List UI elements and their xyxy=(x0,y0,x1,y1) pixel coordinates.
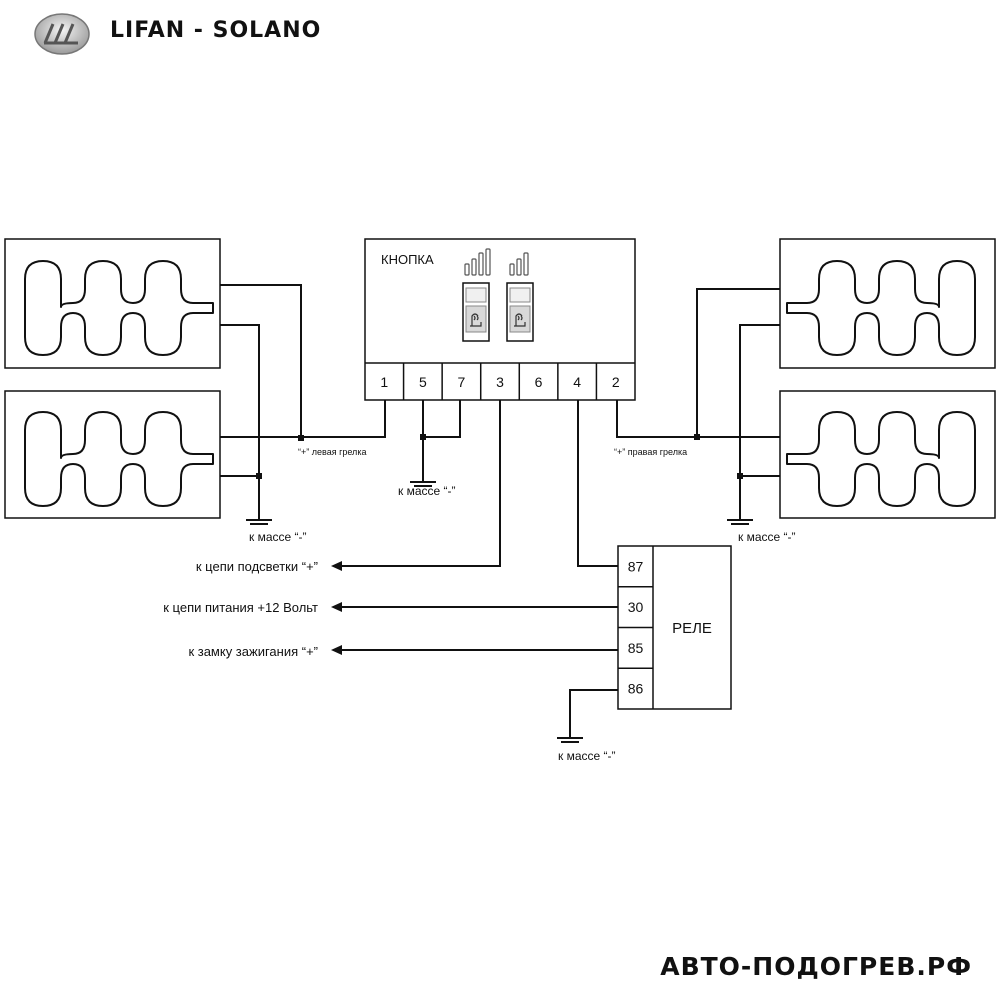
button-pin-5: 5 xyxy=(419,374,427,390)
arrow-left-icon xyxy=(331,561,342,655)
button-pin-3: 3 xyxy=(496,374,504,390)
button-pin-4: 4 xyxy=(573,374,581,390)
wire-left-upper-minus xyxy=(210,324,260,520)
wire-left-lower-plus xyxy=(210,400,386,438)
backlight-label: к цепи подсветки “+” xyxy=(196,559,318,574)
button-block: 1 5 7 3 6 4 2 КНОПКА xyxy=(364,238,636,401)
seat-heater-switch-right xyxy=(506,282,534,342)
relay-pin-86: 86 xyxy=(628,681,644,697)
wire-pin7-ground xyxy=(423,400,461,438)
wire-right-upper-plus xyxy=(696,288,783,437)
ground-symbol-icon xyxy=(727,519,753,525)
brand-title: LIFAN - SOLANO xyxy=(110,18,322,43)
power-label: к цепи питания +12 Вольт xyxy=(163,600,318,615)
signal-level-icon xyxy=(464,248,491,276)
button-pin-2: 2 xyxy=(612,374,620,390)
button-pin-1: 1 xyxy=(380,374,388,390)
button-block-title: КНОПКА xyxy=(381,252,434,267)
seat-heater-icon xyxy=(514,313,526,327)
ground-symbol-icon xyxy=(557,737,583,743)
ground-symbol-icon xyxy=(410,476,436,487)
junction-dots xyxy=(256,434,743,479)
lifan-logo-icon xyxy=(34,13,90,55)
relay-pin-30: 30 xyxy=(628,599,644,615)
relay-pin-85: 85 xyxy=(628,640,644,656)
website-label: АВТО-ПОДОГРЕВ.РФ xyxy=(660,952,972,981)
ground-center-label: к массе “-” xyxy=(398,484,456,498)
wire-pin3-backlight xyxy=(340,400,501,567)
ground-symbol-icon xyxy=(246,519,272,525)
wire-pin2-right xyxy=(616,400,783,438)
relay-pin-87: 87 xyxy=(628,558,644,574)
relay-block: 87 30 85 86 РЕЛЕ xyxy=(617,545,732,710)
signal-level-icon xyxy=(509,252,529,276)
ground-right-label: к массе “-” xyxy=(738,530,796,544)
wire-relay-ground xyxy=(569,689,618,738)
wire-pin4-relay xyxy=(577,400,618,567)
wire-left-upper-plus xyxy=(210,284,302,438)
left-seat-heater-upper xyxy=(4,238,221,369)
seat-heater-switch-left xyxy=(462,282,490,342)
right-seat-heater-lower xyxy=(779,390,996,519)
ignition-label: к замку зажигания “+” xyxy=(188,644,318,659)
right-heater-plus-label: “+” правая грелка xyxy=(614,447,687,457)
left-heater-plus-label: “+” левая грелка xyxy=(298,447,366,457)
wires xyxy=(210,284,783,738)
ground-relay-label: к массе “-” xyxy=(558,749,616,763)
left-seat-heater-lower xyxy=(4,390,221,519)
ground-left-label: к массе “-” xyxy=(249,530,307,544)
right-seat-heater-upper xyxy=(779,238,996,369)
wire-right-upper-minus xyxy=(739,324,783,520)
button-pin-7: 7 xyxy=(458,374,466,390)
relay-title: РЕЛЕ xyxy=(672,620,712,637)
seat-heater-icon xyxy=(470,313,482,327)
button-pin-6: 6 xyxy=(535,374,543,390)
